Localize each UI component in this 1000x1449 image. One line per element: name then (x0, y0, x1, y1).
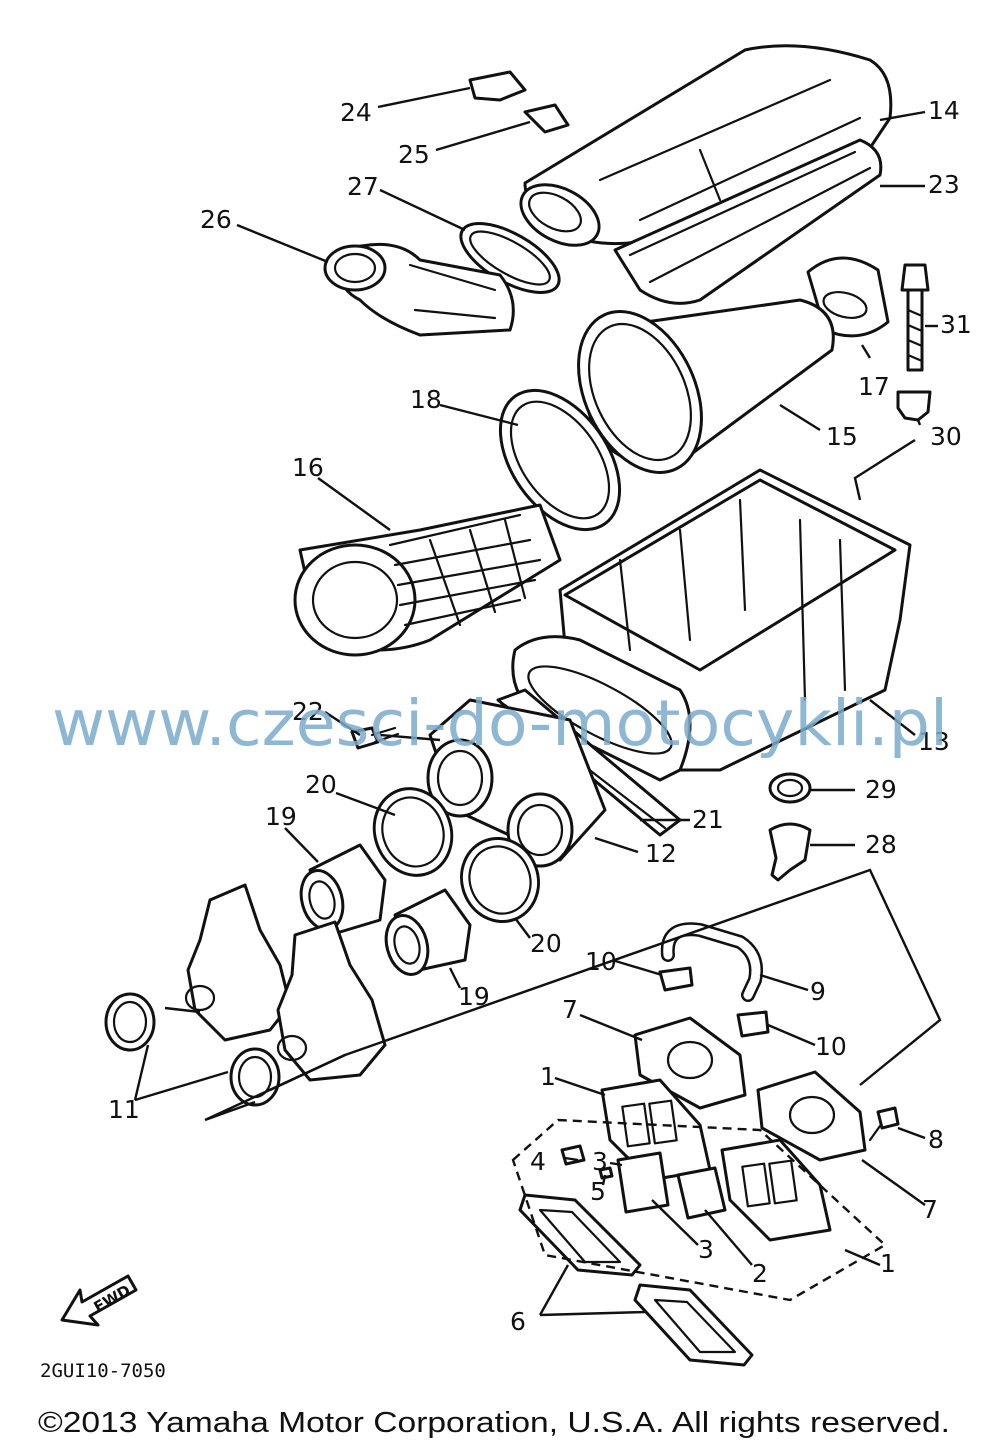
callout-7-upper: 7 (562, 995, 578, 1024)
callout-labels: 24 25 27 26 14 23 31 17 30 15 18 16 13 2… (108, 96, 972, 1336)
fwd-arrow-icon: FWD (60, 1274, 138, 1327)
part-31-bolt (900, 263, 930, 372)
callout-3-lower: 3 (698, 1235, 714, 1264)
callout-18: 18 (410, 385, 442, 414)
callout-29: 29 (865, 775, 897, 804)
watermark: www.czesci-do-motocykli.pl (52, 687, 948, 760)
part-19-joint-upper (299, 843, 387, 937)
copyright-notice: ©2013 Yamaha Motor Corporation, U.S.A. A… (38, 1407, 950, 1439)
callout-12: 12 (645, 839, 677, 868)
part-7-manifold-right (756, 1070, 867, 1162)
callout-24: 24 (340, 98, 372, 127)
callout-31: 31 (940, 310, 972, 339)
callout-8: 8 (928, 1125, 944, 1154)
part-23-gasket (613, 138, 883, 305)
callout-13: 13 (918, 727, 950, 756)
part-10-clip-lower (736, 1010, 770, 1038)
callout-23: 23 (928, 170, 960, 199)
part-2-reed (676, 1166, 727, 1220)
part-24-clip (468, 70, 527, 102)
callout-14: 14 (928, 96, 960, 125)
part-20-band-lower (460, 836, 540, 924)
callout-5: 5 (590, 1177, 606, 1206)
callout-11: 11 (108, 1095, 140, 1124)
callout-25: 25 (398, 140, 430, 169)
part-9-hose (660, 922, 763, 1002)
callout-15: 15 (826, 422, 858, 451)
part-29-clamp (768, 772, 812, 804)
part-20-band-upper (372, 787, 454, 877)
callout-26: 26 (200, 205, 232, 234)
leader-lines (133, 86, 938, 1317)
callout-20-upper: 20 (305, 770, 337, 799)
part-6-gasket-lower (633, 1283, 754, 1367)
callout-16: 16 (292, 453, 324, 482)
callout-30: 30 (930, 422, 962, 451)
diagram-code: 2GUI10-7050 (40, 1360, 166, 1382)
callout-4: 4 (530, 1147, 546, 1176)
part-5-washer (598, 1166, 614, 1180)
callout-2: 2 (752, 1259, 768, 1288)
callout-10-lower: 10 (815, 1032, 847, 1061)
part-4-screw (560, 1144, 586, 1166)
part-28-drain (768, 822, 812, 882)
part-15-filter-element (577, 298, 835, 474)
part-10-clip-upper (658, 966, 694, 992)
callout-20-lower: 20 (530, 929, 562, 958)
part-6-gasket-upper (518, 1193, 642, 1277)
callout-6: 6 (510, 1307, 526, 1336)
callout-1-upper: 1 (540, 1062, 556, 1091)
part-16-filter-cage (293, 503, 562, 657)
callout-1-lower: 1 (880, 1249, 896, 1278)
callout-17: 17 (858, 372, 890, 401)
part-26-intake-duct (323, 242, 515, 337)
callout-10-upper: 10 (585, 947, 617, 976)
part-14-duct-cover (519, 44, 893, 247)
carburetor-outlines (184, 883, 387, 1082)
callout-27: 27 (347, 172, 379, 201)
part-1-reed-valve-right (720, 1138, 832, 1242)
part-30-grommet (896, 390, 932, 422)
part-8-bolt (868, 1106, 900, 1142)
callout-7-lower: 7 (922, 1195, 938, 1224)
callout-19-upper: 19 (265, 802, 297, 831)
callout-21: 21 (692, 805, 724, 834)
part-18-filter-band (498, 388, 622, 532)
part-3-stopper (616, 1151, 670, 1214)
part-25-plate (523, 103, 570, 134)
callout-9: 9 (810, 977, 826, 1006)
part-19-joint-lower (384, 888, 472, 976)
group-outline-lines (164, 868, 942, 1302)
callout-3-upper: 3 (592, 1147, 608, 1176)
part-13-filter-case (511, 468, 912, 782)
callout-19-lower: 19 (458, 982, 490, 1011)
part-11-clamp-upper (104, 992, 156, 1052)
callout-28: 28 (865, 830, 897, 859)
callout-22: 22 (292, 697, 324, 726)
